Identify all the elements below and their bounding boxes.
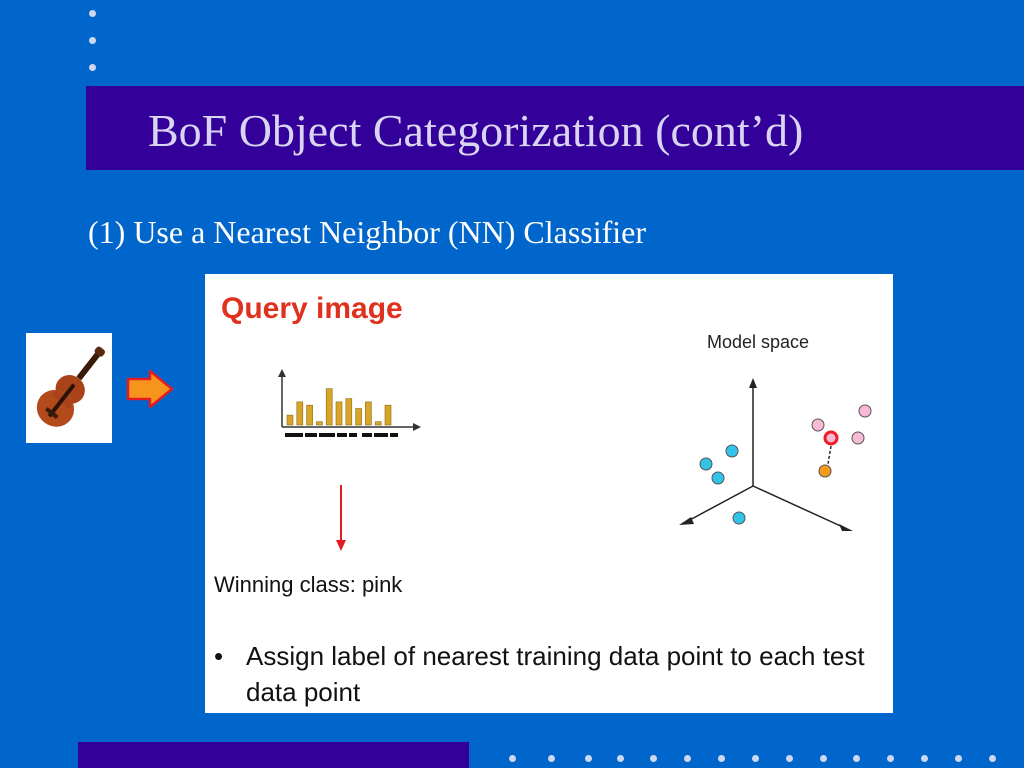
histogram [286, 388, 392, 426]
histogram-bar [306, 404, 313, 426]
blue-training-point [711, 471, 725, 485]
histogram-bar [365, 401, 372, 426]
histogram-bar [345, 398, 353, 426]
blue-training-point [699, 457, 713, 471]
violin-icon [36, 346, 105, 427]
nn-classifier-figure: Query image Model space Winning class: p… [205, 274, 893, 713]
decorative-dots-top [89, 10, 99, 74]
histogram-bar [335, 401, 343, 426]
bullet-symbol: • [214, 641, 224, 671]
bottom-bar [78, 742, 469, 768]
right-arrow-icon [126, 369, 174, 409]
histogram-bar [316, 421, 323, 426]
blue-training-point [732, 511, 746, 525]
query-point [818, 464, 832, 478]
histogram-bar [355, 408, 362, 426]
down-arrow-icon [336, 485, 346, 551]
model-space-points [699, 404, 872, 525]
bullet-text: Assign label of nearest training data po… [246, 641, 865, 707]
title-bar: BoF Object Categorization (cont’d) [86, 86, 1024, 170]
nearest-pink-point [823, 430, 839, 446]
pink-training-point [858, 404, 872, 418]
blue-training-point [725, 444, 739, 458]
violin-thumbnail [26, 333, 112, 443]
histogram-bar [286, 414, 294, 426]
histogram-axes [278, 369, 421, 431]
nearest-neighbor-link [827, 445, 832, 465]
histogram-bar [325, 388, 333, 426]
winning-class-text: Winning class: pink [214, 572, 403, 597]
pink-training-point [851, 431, 865, 445]
histogram-tick-labels [285, 433, 398, 437]
histogram-bar [374, 421, 382, 426]
figure-graphics [278, 369, 872, 551]
histogram-bar [384, 404, 392, 426]
query-image-label: Query image [221, 292, 403, 325]
bullet-item: • Assign label of nearest training data … [214, 638, 874, 710]
pink-training-point [811, 418, 825, 432]
model-space-axes [679, 378, 853, 531]
slide-subtitle: (1) Use a Nearest Neighbor (NN) Classifi… [88, 214, 647, 250]
model-space-label: Model space [707, 332, 810, 352]
histogram-bar [296, 401, 304, 426]
slide-title: BoF Object Categorization (cont’d) [148, 105, 804, 156]
